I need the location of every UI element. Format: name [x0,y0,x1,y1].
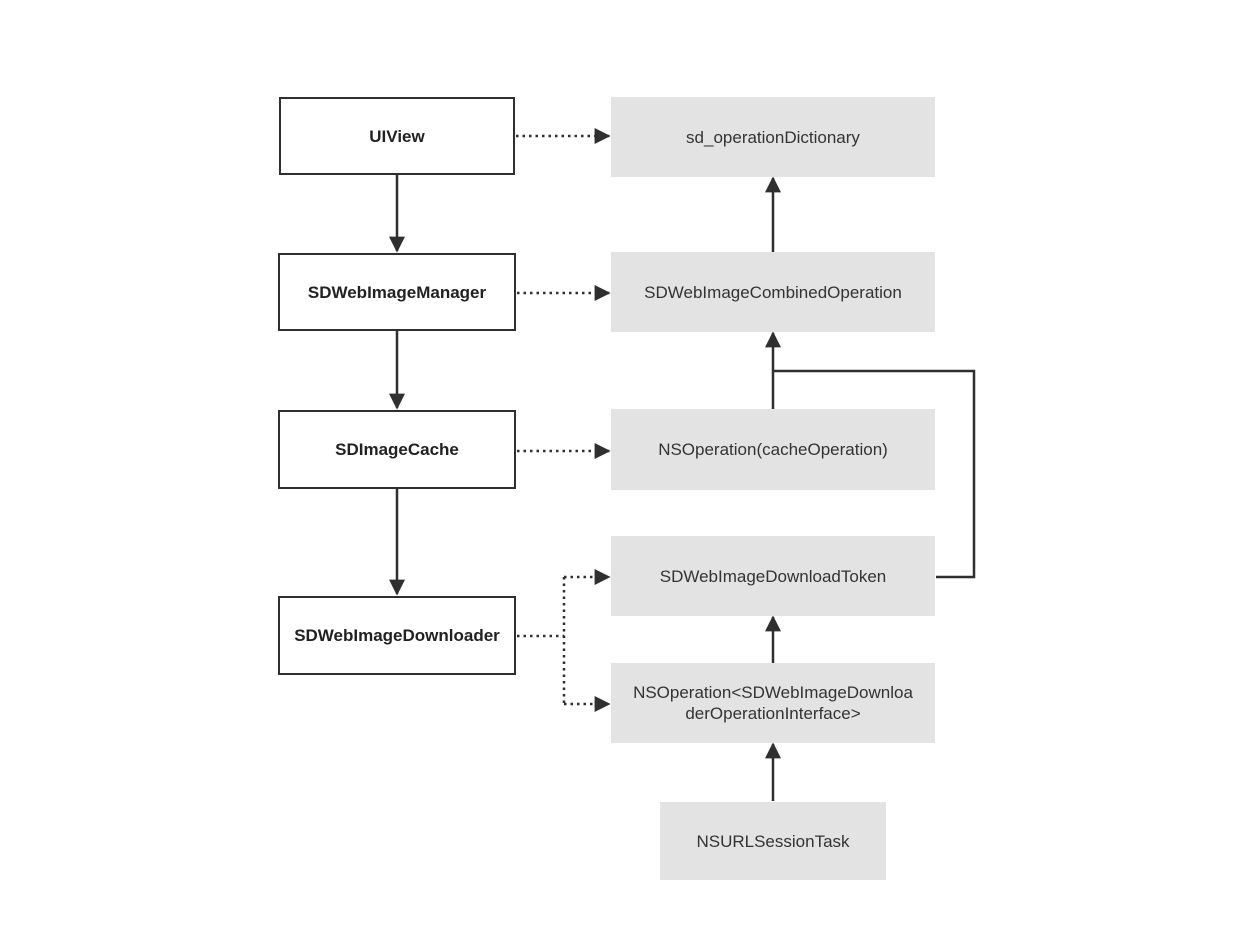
node-downloadoperation: NSOperation<SDWebImageDownloa derOperati… [611,663,935,743]
node-sdwebimagemanager: SDWebImageManager [278,253,516,331]
node-combinedoperation-label: SDWebImageCombinedOperation [644,282,902,302]
node-sd-operationdictionary: sd_operationDictionary [611,97,935,177]
node-nsurlsessiontask-label: NSURLSessionTask [696,831,850,851]
node-sd-operationdictionary-label: sd_operationDictionary [686,127,860,147]
node-sdimagecache: SDImageCache [278,410,516,489]
node-nsurlsessiontask: NSURLSessionTask [660,802,886,880]
node-downloadoperation-label-line1: NSOperation<SDWebImageDownloa [633,683,913,702]
node-sdwebimagedownloader-label: SDWebImageDownloader [294,626,500,645]
node-cacheoperation: NSOperation(cacheOperation) [611,409,935,490]
node-sdwebimagedownloader: SDWebImageDownloader [278,596,516,675]
node-downloadoperation-label-line2: derOperationInterface> [685,704,861,723]
node-uiview: UIView [279,97,515,175]
node-uiview-label: UIView [369,126,425,146]
node-cacheoperation-label: NSOperation(cacheOperation) [658,440,888,459]
node-sdimagecache-label: SDImageCache [335,440,459,459]
node-downloadtoken-label: SDWebImageDownloadToken [659,566,887,586]
node-downloadtoken: SDWebImageDownloadToken [611,536,935,616]
node-combinedoperation: SDWebImageCombinedOperation [611,252,935,332]
node-sdwebimagemanager-label: SDWebImageManager [307,282,487,302]
connector-token-to-combined [773,369,976,579]
